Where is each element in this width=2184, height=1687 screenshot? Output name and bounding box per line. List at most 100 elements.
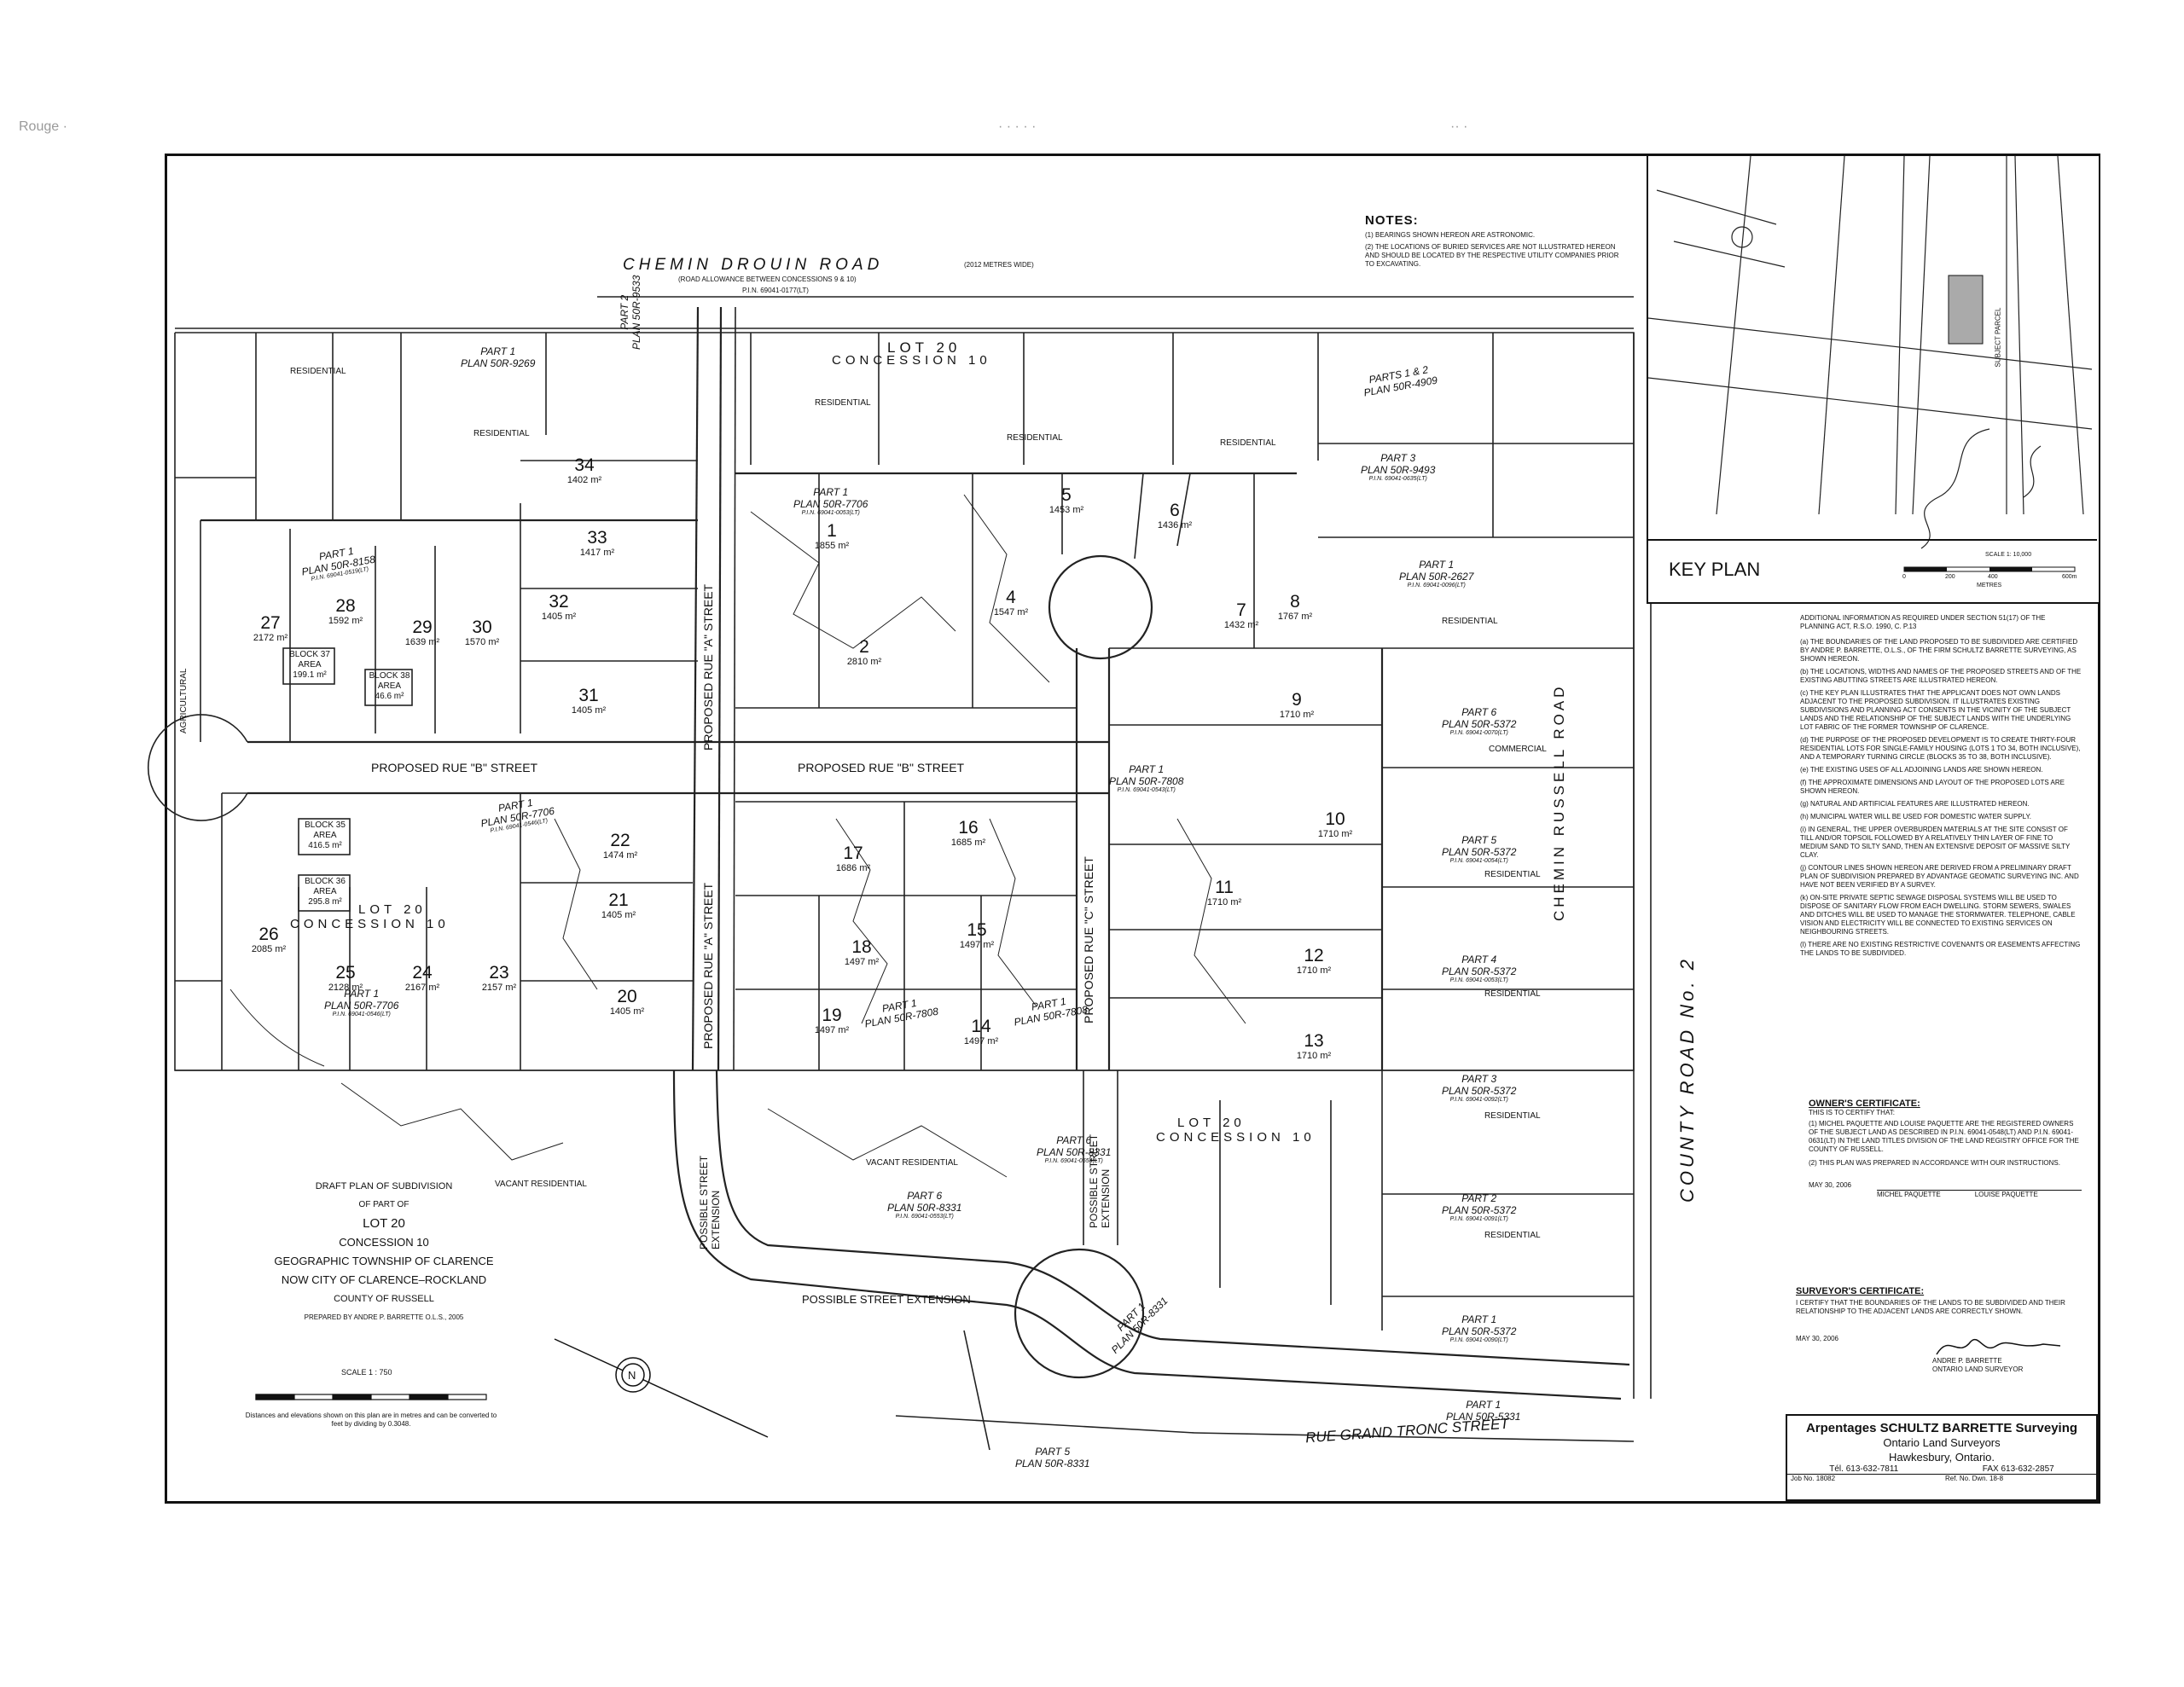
draft-title-line4: CONCESSION 10 <box>339 1236 429 1249</box>
plan-part: PART 4 <box>1461 954 1497 965</box>
lot-number: 7 <box>1236 600 1246 620</box>
lot-number: 27 <box>260 613 281 633</box>
prepared-by: PREPARED BY ANDRE P. BARRETTE O.L.S., 20… <box>304 1313 464 1321</box>
lot-number: 12 <box>1304 946 1324 965</box>
neighbour-residential-9: RESIDENTIAL <box>1484 1111 1541 1121</box>
owners-clause-1: (1) MICHEL PAQUETTE AND LOUISE PAQUETTE … <box>1809 1120 2079 1153</box>
lot-20-label-mid: LOT 20 <box>358 902 427 917</box>
block-35-area-label: AREA <box>313 831 337 840</box>
lot-area: 1686 m² <box>835 863 871 873</box>
surveyors-certificate: SURVEYOR'S CERTIFICATE: I CERTIFY THAT T… <box>1796 1286 2077 1374</box>
lot-number: 30 <box>472 617 492 637</box>
ref-number: Ref. No. Dwn. 18-8 <box>1945 1475 2004 1482</box>
lot-area: 1417 m² <box>579 548 615 558</box>
scan-noise-mid: · · · · · <box>998 119 1037 134</box>
lot-area: 1474 m² <box>602 850 638 861</box>
block-38: BLOCK 38 AREA 46.6 m² <box>366 671 413 702</box>
additional-item: (j) CONTOUR LINES SHOWN HEREON ARE DERIV… <box>1800 864 2079 889</box>
plan-pin: P.I.N. 69041-0090(LT) <box>1449 1337 1508 1343</box>
surveyor-signature-icon <box>1936 1339 2061 1355</box>
block-37-area: 199.1 m² <box>293 670 327 680</box>
plan-number: PLAN 50R-5331 <box>1446 1411 1521 1423</box>
plan-number: PLAN 50R-5372 <box>1442 1325 1517 1337</box>
lot-number: 20 <box>617 987 637 1006</box>
firm-subtitle: Ontario Land Surveyors <box>1883 1436 2001 1449</box>
plan-number: PLAN 50R-7808 <box>1109 775 1184 787</box>
firm-title-block: Arpentages SCHULTZ BARRETTE Surveying On… <box>1786 1414 2098 1501</box>
plan-number: PLAN 50R-9269 <box>461 357 536 369</box>
owners-clause-2: (2) THIS PLAN WAS PREPARED IN ACCORDANCE… <box>1809 1159 2060 1167</box>
key-plan-map <box>1647 155 2097 572</box>
block-38-area: 46.6 m² <box>375 692 404 701</box>
rue-b-label-west: PROPOSED RUE "B" STREET <box>371 761 538 774</box>
lot-number: 33 <box>587 528 607 548</box>
additional-item: (b) THE LOCATIONS, WIDTHS AND NAMES OF T… <box>1800 668 2082 684</box>
lot-area: 1432 m² <box>1223 620 1259 630</box>
lot-area: 1710 m² <box>1296 965 1332 976</box>
rue-c-cul-de-sac <box>1048 554 1153 660</box>
lot-number: 10 <box>1325 809 1345 829</box>
block-36-area: 295.8 m² <box>308 897 342 907</box>
lot-number: 34 <box>574 455 595 475</box>
neighbour-residential-3: RESIDENTIAL <box>815 398 871 408</box>
possible-street-extension-1: POSSIBLE STREET EXTENSION <box>698 1156 722 1249</box>
lot-area: 1685 m² <box>950 838 986 848</box>
lot-area: 1405 m² <box>609 1006 645 1017</box>
lot-area: 1405 m² <box>541 612 577 622</box>
surveyor-role: ONTARIO LAND SURVEYOR <box>1932 1365 2024 1373</box>
lot-20-label-south: LOT 20 <box>1177 1116 1246 1130</box>
lot-number: 13 <box>1304 1031 1324 1051</box>
block-37-area-label: AREA <box>298 660 322 670</box>
lot-area: 1570 m² <box>464 637 500 647</box>
lot-area: 1453 m² <box>1048 505 1084 515</box>
lot-number: 19 <box>822 1006 842 1025</box>
lot-number: 6 <box>1170 501 1180 520</box>
plan-pin: P.I.N. 69041-0554(LT) <box>1044 1158 1103 1164</box>
surveyor-title: SURVEYOR'S CERTIFICATE: <box>1796 1286 1925 1296</box>
plan-number: PLAN 50R-5372 <box>1442 718 1517 730</box>
neighbour-residential-4: RESIDENTIAL <box>1007 433 1063 443</box>
owners-signatures: MICHEL PAQUETTE LOUISE PAQUETTE <box>1877 1190 2082 1199</box>
additional-item: (k) ON-SITE PRIVATE SEPTIC SEWAGE DISPOS… <box>1800 894 2076 936</box>
key-plan-metres: METRES <box>1977 583 2002 588</box>
scan-noise-right: ·· · <box>1450 119 1468 134</box>
plan-number: PLAN 50R-7706 <box>324 1000 399 1012</box>
plan-part: PART 6 <box>907 1190 943 1202</box>
lot-area: 1710 m² <box>1279 710 1315 720</box>
draft-title-line1: DRAFT PLAN OF SUBDIVISION <box>315 1181 453 1191</box>
lot-area: 1547 m² <box>993 607 1029 617</box>
plan-part: PART 3 <box>1380 452 1416 464</box>
plan-part: PART 1 <box>813 486 849 498</box>
chemin-drouin-pin: P.I.N. 69041-0177(LT) <box>742 287 809 294</box>
block-37: BLOCK 37 AREA 199.1 m² <box>285 650 334 681</box>
scan-header: Rouge · · · · · · ·· · <box>0 119 2184 145</box>
additional-item: (d) THE PURPOSE OF THE PROPOSED DEVELOPM… <box>1800 736 2081 761</box>
lot-area: 1405 m² <box>601 910 636 920</box>
lot-area: 1710 m² <box>1206 897 1242 907</box>
additional-item: (h) MUNICIPAL WATER WILL BE USED FOR DOM… <box>1800 813 2031 820</box>
svg-text:N: N <box>628 1369 636 1382</box>
lot-area: 2157 m² <box>481 983 517 993</box>
lot-area: 1497 m² <box>963 1036 999 1046</box>
plan-pin: P.I.N. 69041-0053(LT) <box>801 510 860 516</box>
plan-pin: P.I.N. 69041-0546(LT) <box>332 1012 391 1017</box>
lot-number: 2 <box>859 637 869 657</box>
